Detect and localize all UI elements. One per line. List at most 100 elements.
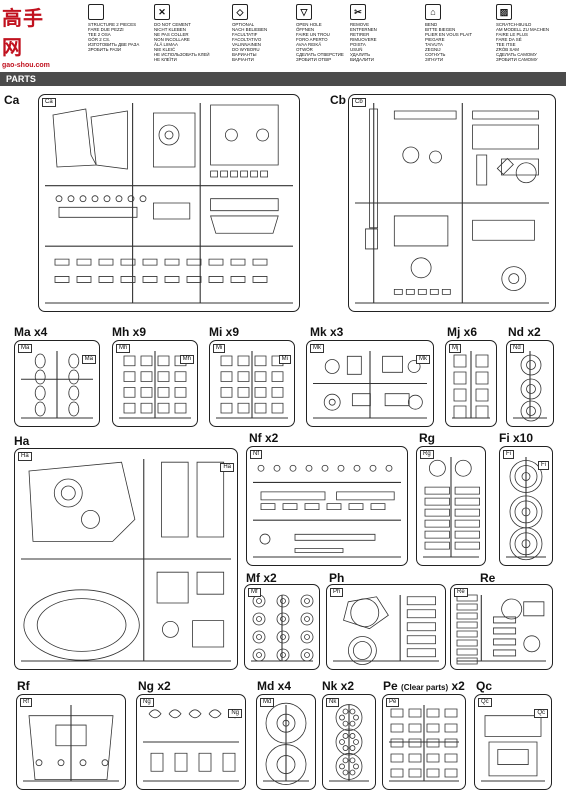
legend-text: REMOVE bbox=[350, 22, 370, 27]
sprue-nd: Nd bbox=[506, 340, 554, 427]
legend-text: ИЗГОТОВИТЬ ДВЕ РАЗА bbox=[88, 42, 140, 47]
legend-text: NON INCOLLARE bbox=[154, 37, 190, 42]
sprue-tag: Qc bbox=[478, 698, 492, 707]
sprue-drawing bbox=[500, 447, 552, 565]
sprue-tag: Pe bbox=[386, 698, 400, 707]
sprue-label-nk: Nk x2 bbox=[322, 679, 355, 693]
legend-text: NACH BELIEBEN bbox=[232, 27, 268, 32]
sprue-tag: Mf bbox=[248, 588, 261, 597]
sprue-label-qc: Qc bbox=[476, 679, 493, 693]
sprue-ph: Ph bbox=[326, 584, 446, 670]
legend-text: RETIRER bbox=[350, 32, 370, 37]
legend-text: USUŃ bbox=[350, 47, 363, 52]
sprue-tag: Rg bbox=[420, 450, 434, 459]
site-logo: 高手网 gao-shou.com bbox=[2, 2, 62, 69]
legend-text: OPEN HOLE bbox=[296, 22, 322, 27]
legend-text: GÓR 2 CS. bbox=[88, 37, 111, 42]
sprue-label-pe-count: x2 bbox=[451, 679, 465, 693]
legend-text: FAIRE LE PLUS bbox=[496, 32, 528, 37]
legend-text: OPTIONAL bbox=[232, 22, 255, 27]
sprue-label-rf: Rf bbox=[17, 679, 30, 693]
sprue-tag-secondary: Fi bbox=[538, 461, 549, 470]
legend-text: NIE KLEIĆ bbox=[154, 47, 176, 52]
sprue-label-mh: Mh x9 bbox=[112, 325, 147, 339]
logo-text: 高手网 bbox=[2, 6, 44, 59]
legend-text: ЗРОБИТИ ОТВІР bbox=[296, 57, 332, 62]
sprue-tag: Md bbox=[260, 698, 275, 707]
legend-text: VALINNAINEN bbox=[232, 42, 261, 47]
legend-text: RIMUOVERE bbox=[350, 37, 377, 42]
legend-text: TEE 2 OSA bbox=[88, 32, 111, 37]
bend-icon: ⌂ bbox=[425, 4, 441, 20]
sprue-tag: Mh bbox=[116, 344, 131, 353]
sprue-drawing bbox=[257, 695, 315, 789]
logo-url: gao-shou.com bbox=[2, 62, 50, 69]
legend-text: POISTA bbox=[350, 42, 366, 47]
sprue-drawing bbox=[15, 449, 237, 669]
sprue-drawing bbox=[210, 341, 294, 426]
sprue-drawing bbox=[323, 695, 375, 789]
sprue-label-nf: Nf x2 bbox=[249, 431, 279, 445]
sprue-rf: Rf bbox=[16, 694, 126, 790]
sprue-label-pe: Pe (Clear parts) x2 bbox=[383, 680, 465, 694]
sprue-tag: Mi bbox=[213, 344, 226, 353]
legend-text: НЕ ИСПОЛЬЗОВАТЬ КЛЕЙ bbox=[154, 52, 210, 57]
legend-text: ЗРОБИТИ САМОМУ bbox=[496, 57, 538, 62]
sprue-label-md: Md x4 bbox=[257, 679, 292, 693]
sprue-label-nd: Nd x2 bbox=[508, 325, 541, 339]
legend-text: NE PAS COLLER bbox=[154, 32, 189, 37]
optional-icon: ◇ bbox=[232, 4, 248, 20]
sprue-label-mk: Mk x3 bbox=[310, 325, 344, 339]
sprue-label-cb: Cb bbox=[330, 93, 346, 107]
legend-text: ЗРОБИТЬ РАЗИ bbox=[88, 47, 122, 52]
sprue-drawing bbox=[137, 695, 245, 789]
sprue-drawing bbox=[39, 95, 299, 311]
legend-text: СОГНУТЬ bbox=[425, 52, 446, 57]
no-cement-icon: ✕ bbox=[154, 4, 170, 20]
sprue-tag: Mj bbox=[449, 344, 462, 353]
clear-parts-note: (Clear parts) bbox=[401, 683, 449, 692]
sprue-mf: Mf bbox=[244, 584, 320, 670]
section-header-bar: PARTS bbox=[0, 72, 566, 86]
sprue-drawing bbox=[113, 341, 197, 426]
sprue-tag: Nd bbox=[510, 344, 524, 353]
legend-text: DO NOT CEMENT bbox=[154, 22, 191, 27]
sprue-label-re: Re bbox=[480, 571, 496, 585]
legend-text: ВАРИАНТЫ bbox=[232, 52, 257, 57]
sprue-re: Re bbox=[450, 584, 553, 670]
sprue-tag-secondary: Qc bbox=[534, 709, 548, 718]
sprue-drawing bbox=[507, 341, 553, 426]
sprue-tag: Ng bbox=[140, 698, 154, 707]
sprue-drawing bbox=[417, 447, 485, 565]
sprue-tag: Cb bbox=[352, 98, 366, 107]
legend-text: FACULTATIF bbox=[232, 32, 258, 37]
sprue-drawing bbox=[245, 585, 319, 669]
sprue-tag-secondary: Ha bbox=[220, 463, 234, 472]
scratch-build-icon: ▨ bbox=[496, 4, 512, 20]
legend-text: ЗІГНУТИ bbox=[425, 57, 444, 62]
legend-text: DO WYBORU bbox=[232, 47, 260, 52]
sprue-nf: Nf bbox=[246, 446, 408, 566]
sprue-drawing bbox=[15, 341, 99, 426]
legend-text: PLIER EN VOUS PLAIT bbox=[425, 32, 473, 37]
sprue-drawing bbox=[17, 695, 125, 789]
sprue-pe: Pe bbox=[382, 694, 466, 790]
legend-text: BEND bbox=[425, 22, 438, 27]
legend-text: FAIRE UN TROU bbox=[296, 32, 330, 37]
legend-text: TEE ITSE bbox=[496, 42, 516, 47]
sprue-tag: Ma bbox=[18, 344, 33, 353]
sprue-drawing bbox=[475, 695, 551, 789]
sprue-tag: Mk bbox=[310, 344, 324, 353]
legend-text: PIEGARE bbox=[425, 37, 445, 42]
legend-text: ÄLÄ LIIMAA bbox=[154, 42, 178, 47]
